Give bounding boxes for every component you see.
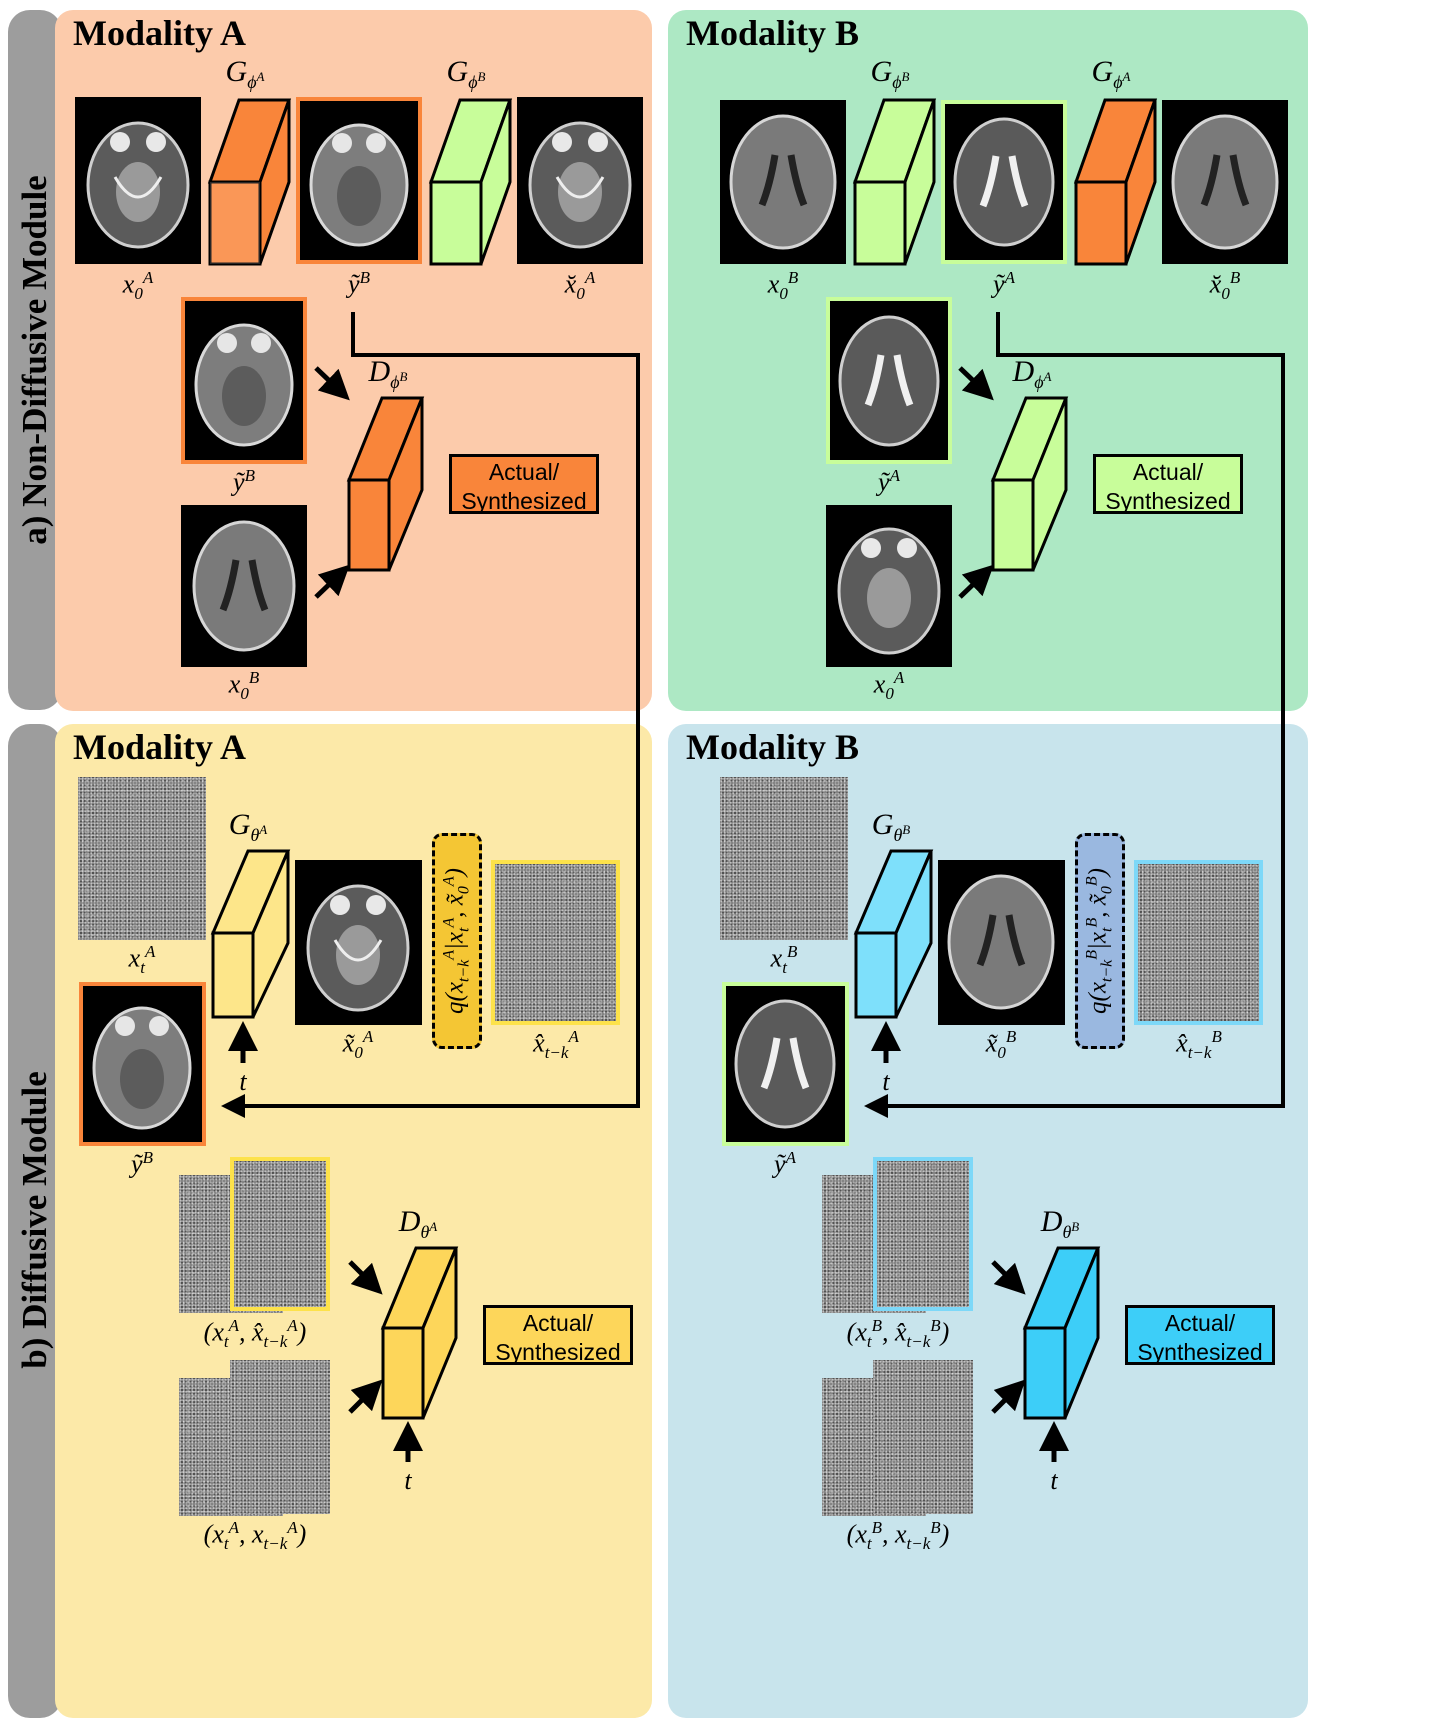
mri-image-x0-breve-a	[517, 97, 643, 264]
noise-image-xhat-tk-b	[1134, 860, 1263, 1025]
label-x0-b-disc: x0B	[228, 668, 260, 703]
label-pair2-a: (xtA, xt−kA)	[203, 1518, 307, 1553]
mri-image-y-tilde-b	[296, 97, 422, 264]
panel-title: Modality B	[686, 13, 860, 53]
discriminator-phi-b	[346, 396, 425, 572]
mri-image-y-tilde-a	[941, 100, 1067, 264]
label-g-phi-b-tl: GϕB	[446, 55, 486, 92]
label-d-theta-b: DθB	[1040, 1205, 1080, 1242]
section-bar-non-diffusive	[8, 10, 62, 710]
generator-phi-b-tr	[852, 98, 937, 266]
label-x0-breve-a: x̆0A	[564, 268, 596, 303]
mri-image-x0-tilde-b	[938, 860, 1065, 1025]
label-xt-b: xtB	[770, 942, 798, 977]
posterior-sampling-label-a: q(xt−kA|xtA, x̃0A)	[440, 868, 473, 1014]
panel-title: Modality B	[686, 727, 860, 767]
panel-title: Modality A	[73, 727, 247, 767]
output-box-discriminator-theta-a: Actual/Synthesized	[483, 1305, 633, 1365]
mri-image-x0-breve-b	[1162, 100, 1288, 264]
noise-image-xt-a	[78, 777, 206, 940]
noise-image-x-tk-a-pair2	[230, 1360, 330, 1514]
discriminator-theta-b	[1022, 1246, 1101, 1420]
section-label-diffusive: b) Diffusive Module	[15, 1071, 54, 1369]
discriminator-theta-a	[380, 1246, 459, 1420]
label-y-tilde-a: ỹA	[993, 268, 1015, 299]
output-box-discriminator-theta-b: Actual/Synthesized	[1125, 1305, 1275, 1365]
label-g-phi-a-tl: GϕA	[225, 55, 265, 92]
posterior-sampling-box-a: q(xt−kA|xtA, x̃0A)	[432, 833, 482, 1049]
label-t-g-theta-b: t	[882, 1067, 890, 1096]
noise-image-xhat-tk-a-pair1	[230, 1157, 330, 1311]
label-x0-breve-b: x̆0B	[1209, 268, 1241, 303]
label-x0-tilde-a: x̃0A	[342, 1027, 374, 1062]
label-d-phi-b: DϕB	[368, 355, 408, 392]
mri-image-x0-b	[720, 100, 846, 264]
section-bar-diffusive	[8, 724, 62, 1718]
generator-theta-a	[210, 849, 291, 1019]
label-g-phi-a-tr: GϕA	[1091, 55, 1131, 92]
label-x0-a: x0A	[122, 268, 154, 303]
noise-image-xhat-tk-b-pair1	[873, 1157, 973, 1311]
label-pair1-a: (xtA, x̂t−kA)	[203, 1316, 307, 1351]
section-label-non-diffusive: a) Non-Diffusive Module	[15, 175, 54, 545]
mri-image-x0-tilde-a	[295, 860, 422, 1025]
mri-image-y-tilde-b-disc	[181, 297, 307, 464]
label-y-tilde-b-input: ỹB	[131, 1148, 153, 1179]
generator-phi-a-tr	[1073, 98, 1158, 266]
mri-image-y-tilde-a-input	[722, 982, 849, 1146]
label-g-theta-b: GθB	[871, 808, 911, 845]
label-t-d-theta-b: t	[1050, 1466, 1058, 1495]
generator-theta-b	[853, 849, 934, 1019]
label-d-theta-a: DθA	[398, 1205, 438, 1242]
posterior-sampling-box-b: q(xt−kB|xtB, x̃0B)	[1075, 833, 1125, 1049]
label-t-g-theta-a: t	[239, 1067, 247, 1096]
noise-image-xhat-tk-a	[491, 860, 620, 1025]
label-g-theta-a: GθA	[228, 808, 268, 845]
discriminator-phi-a	[990, 396, 1069, 572]
label-g-phi-b-tr: GϕB	[870, 55, 910, 92]
label-pair1-b: (xtB, x̂t−kB)	[846, 1316, 950, 1351]
label-t-d-theta-a: t	[404, 1466, 412, 1495]
label-y-tilde-b: ỹB	[348, 268, 370, 299]
output-box-discriminator-phi-b: Actual/Synthesized	[449, 454, 599, 514]
mri-image-x0-a-disc	[826, 505, 952, 667]
label-xhat-tk-a: x̂t−kA	[533, 1027, 579, 1062]
generator-phi-b-tl	[428, 98, 513, 266]
noise-image-xt-b	[720, 777, 848, 940]
label-xt-a: xtA	[128, 942, 156, 977]
generator-phi-a-tl	[207, 98, 292, 266]
label-pair2-b: (xtB, xt−kB)	[846, 1518, 950, 1553]
label-y-tilde-b-disc: ỹB	[233, 466, 255, 497]
posterior-sampling-label-b: q(xt−kB|xtB, x̃0B)	[1083, 868, 1116, 1014]
label-xhat-tk-b: x̂t−kB	[1176, 1027, 1222, 1062]
panel-title: Modality A	[73, 13, 247, 53]
mri-image-y-tilde-b-input	[79, 982, 206, 1146]
label-d-phi-a: DϕA	[1012, 355, 1052, 392]
label-x0-a-disc: x0A	[873, 668, 905, 703]
mri-image-y-tilde-a-disc	[826, 297, 952, 464]
output-box-discriminator-phi-a: Actual/Synthesized	[1093, 454, 1243, 514]
label-y-tilde-a-input: ỹA	[774, 1148, 796, 1179]
label-x0-tilde-b: x̃0B	[985, 1027, 1017, 1062]
noise-image-x-tk-b-pair2	[873, 1360, 973, 1514]
mri-image-x0-b-disc	[181, 505, 307, 667]
label-x0-b: x0B	[767, 268, 799, 303]
label-y-tilde-a-disc: ỹA	[878, 466, 900, 497]
mri-image-x0-a	[75, 97, 201, 264]
